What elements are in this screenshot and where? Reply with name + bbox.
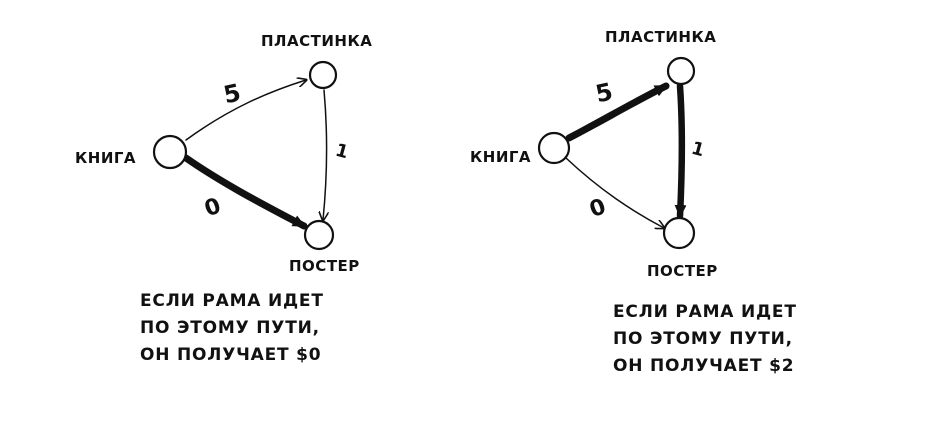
weight-book-poster: 0 [586, 194, 609, 223]
edge-book-poster [565, 157, 664, 228]
node-record [666, 56, 696, 86]
label-poster: ПОСТЕР [289, 257, 360, 275]
weight-book-record: 5 [593, 77, 616, 108]
caption-right: ЕСЛИ РАМА ИДЕТ ПО ЭТОМУ ПУТИ, ОН ПОЛУЧАЕ… [613, 299, 797, 380]
node-record [308, 60, 338, 90]
caption-line: ЕСЛИ РАМА ИДЕТ [140, 291, 324, 311]
label-record: ПЛАСТИНКА [261, 32, 372, 50]
edge-book-record [185, 80, 306, 141]
caption-line: ОН ПОЛУЧАЕТ $2 [613, 356, 795, 376]
caption-line: ПО ЭТОМУ ПУТИ, [140, 318, 320, 338]
label-book: КНИГА [470, 148, 531, 166]
node-book [152, 134, 188, 170]
node-poster [662, 216, 696, 250]
label-book: КНИГА [75, 149, 136, 167]
node-poster [303, 219, 335, 251]
edge-book-poster [182, 154, 308, 230]
weight-book-record: 5 [221, 78, 244, 109]
edge-record-poster [323, 89, 327, 220]
diagram-right: КНИГА ПЛАСТИНКА ПОСТЕР 5 1 0 [470, 28, 718, 280]
diagram-left: КНИГА ПЛАСТИНКА ПОСТЕР 5 1 0 [75, 32, 372, 275]
label-poster: ПОСТЕР [647, 262, 718, 280]
node-book [537, 131, 571, 165]
weight-book-poster: 0 [201, 193, 224, 222]
caption-line: ПО ЭТОМУ ПУТИ, [613, 329, 793, 349]
caption-line: ЕСЛИ РАМА ИДЕТ [613, 302, 797, 322]
edge-book-record [565, 82, 670, 142]
label-record: ПЛАСТИНКА [605, 28, 716, 46]
weight-record-poster: 1 [333, 140, 351, 164]
edge-record-poster [674, 82, 687, 220]
weight-record-poster: 1 [689, 138, 707, 162]
caption-line: ОН ПОЛУЧАЕТ $0 [140, 345, 322, 365]
caption-left: ЕСЛИ РАМА ИДЕТ ПО ЭТОМУ ПУТИ, ОН ПОЛУЧАЕ… [140, 288, 324, 369]
